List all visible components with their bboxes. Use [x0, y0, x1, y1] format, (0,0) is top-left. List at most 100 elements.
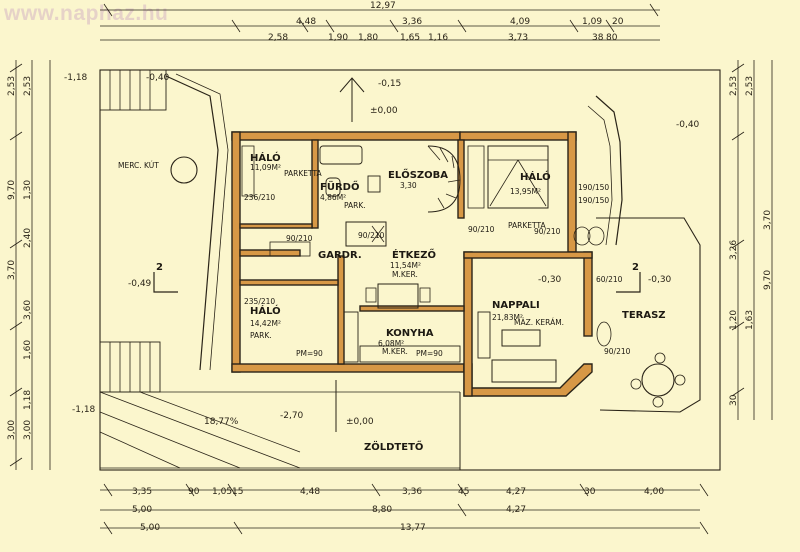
room-floor-nappali: MÁZ. KERÁM.: [514, 318, 564, 327]
dimension-value: 5,00: [132, 505, 152, 515]
room-floor-furdo: PARK.: [344, 201, 366, 210]
room-name-eloszoba: ELŐSZOBA: [388, 167, 448, 181]
section-mark-left: 2: [156, 262, 163, 273]
room-name-merc-kut: MERC. KÚT: [118, 161, 159, 170]
opening-label: 90/210: [534, 227, 561, 236]
dimension-value: 15: [232, 487, 243, 497]
right-fence-line: [595, 95, 623, 246]
dim-bottom-row3: 5,00 13,77: [140, 523, 426, 533]
room-floor-halo-e: PARKETTA: [508, 221, 546, 230]
opening-label: 236/210: [244, 193, 275, 202]
dimension-value: 4,48: [296, 17, 316, 27]
dimension-value: 1,65: [400, 33, 420, 43]
room-area-nappali: 21,83M²: [492, 313, 523, 322]
room-area-eloszoba: 3,30: [400, 181, 417, 190]
dimension-value: 2,53: [23, 76, 33, 96]
dimension-value: 3,70: [763, 210, 773, 230]
room-area-halo-e: 13,95M²: [510, 187, 541, 196]
dimension-value: 9,70: [763, 270, 773, 290]
room-name-halo-ne: HÁLÓ: [250, 151, 281, 164]
room-floor-halo-ne: PARKETTA: [284, 169, 322, 178]
level-label: ±0,00: [346, 417, 374, 427]
dimension-value: 38: [592, 33, 604, 43]
dimension-value: 3,26: [729, 240, 739, 260]
dim-bottom-row2: 5,00 8,80 4,27: [132, 505, 526, 515]
level-label: -0,30: [648, 275, 672, 285]
level-label: -1,18: [64, 73, 88, 83]
dimension-value: 2,40: [23, 228, 33, 248]
ramp-hatching: [99, 391, 301, 469]
dimension-value: 1,63: [745, 310, 755, 330]
dimension-value: 3,70: [7, 260, 17, 280]
level-label: -0,49: [128, 279, 152, 289]
right-fence-line-inner: [587, 105, 613, 246]
well-circle: [170, 156, 198, 184]
dimension-value: 90: [188, 487, 200, 497]
plot-boundary: [99, 69, 721, 471]
dimension-value: 3,00: [23, 420, 33, 440]
room-name-halo-e: HÁLÓ: [520, 170, 551, 183]
opening-label: 90/210: [468, 225, 495, 234]
dimension-value: 1,60: [23, 340, 33, 360]
dimension-value: 4,27: [506, 487, 526, 497]
dimension-value: 8,80: [372, 505, 392, 515]
ph-right: PM=90: [416, 349, 443, 358]
opening-label: 60/210: [596, 275, 623, 284]
opening-label: 190/150: [578, 183, 609, 192]
room-floor-konyha: M.KER.: [382, 347, 408, 356]
room-area-halo-ne: 11,09M²: [250, 163, 281, 172]
room-area-halo-sw: 14,42M²: [250, 319, 281, 328]
opening-label: 90/210: [604, 347, 631, 356]
furniture: [241, 145, 686, 408]
left-fence-line-inner: [175, 73, 229, 371]
dimension-value: 1,30: [23, 180, 33, 200]
section-mark-right: 2: [632, 262, 639, 273]
room-floor-halo-sw: PARK.: [250, 331, 272, 340]
dimension-value: 5,00: [140, 523, 160, 533]
dimension-value: 3,00: [7, 420, 17, 440]
dimension-value: 3,36: [402, 17, 422, 27]
dimension-value: 3,36: [402, 487, 422, 497]
left-stair-strip: [99, 69, 167, 393]
dimension-value: 1,80: [358, 33, 378, 43]
room-labels: HÁLÓ 11,09M² PARKETTA FÜRDŐ 4,86M² PARK.…: [118, 151, 666, 453]
dimension-value: 2,58: [268, 33, 288, 43]
dimension-value: 30: [584, 487, 596, 497]
dimension-value: 1,16: [428, 33, 448, 43]
dimension-value: 3,35: [132, 487, 152, 497]
level-markers: [335, 77, 365, 432]
dimension-value: 1,05: [212, 487, 232, 497]
dimension-value: 20: [612, 17, 624, 27]
room-name-gardr: GARDR.: [318, 250, 362, 261]
dimension-value: 9,70: [7, 180, 17, 200]
dimension-value: 3,60: [23, 300, 33, 320]
watermark: www.naphaz.hu: [4, 2, 169, 25]
dimension-value: 4,48: [300, 487, 320, 497]
dimension-value: 4,00: [644, 487, 664, 497]
level-label: -0,40: [146, 73, 170, 83]
dimension-value: 3,73: [508, 33, 528, 43]
dimension-value: 13,77: [400, 523, 426, 533]
room-name-zoldteto: ZÖLDTETŐ: [364, 439, 423, 453]
room-name-konyha: KONYHA: [386, 328, 434, 339]
dimension-value: 4,27: [506, 505, 526, 515]
opening-label: 235/210: [244, 297, 275, 306]
room-name-nappali: NAPPALI: [492, 300, 540, 311]
left-fence-line: [165, 75, 219, 371]
dimension-lines: [9, 3, 773, 535]
dimension-value: 1,90: [328, 33, 348, 43]
level-label: -2,70: [280, 411, 304, 421]
terrace-outline: [596, 217, 701, 413]
level-label: -1,18: [72, 405, 96, 415]
opening-label: 90/210: [286, 234, 313, 243]
opening-label: 190/150: [578, 196, 609, 205]
section-marks: [153, 272, 641, 293]
dimension-value: 2,53: [729, 76, 739, 96]
dimension-value: 2,53: [7, 76, 17, 96]
level-label: -0,30: [538, 275, 562, 285]
